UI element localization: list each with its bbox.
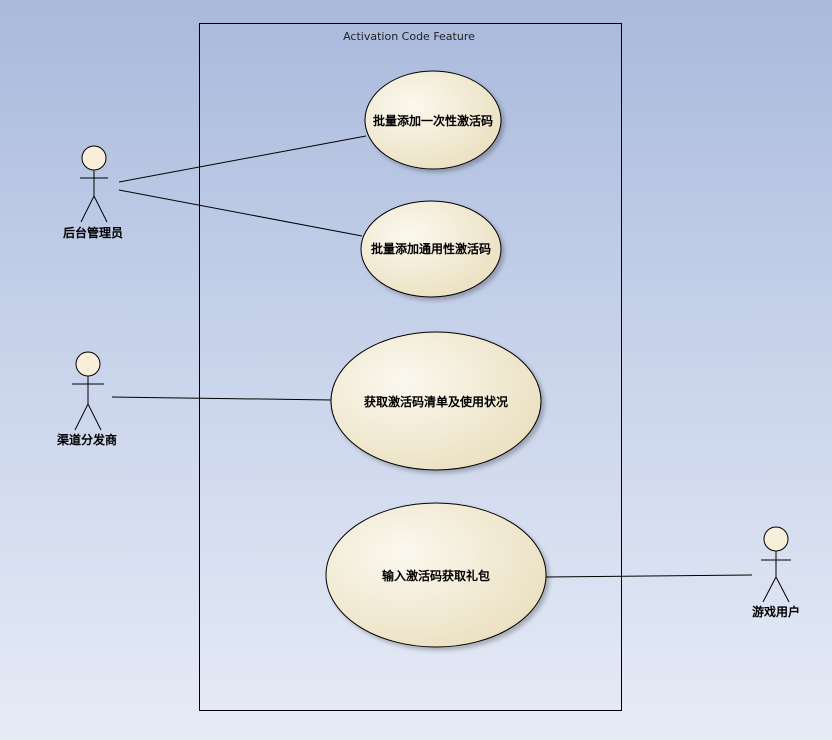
use-case-2-label: 批量添加通用性激活码 <box>371 241 491 256</box>
use-case-1-label: 批量添加一次性激活码 <box>373 113 493 128</box>
actor-admin-label: 后台管理员 <box>63 225 123 240</box>
use-case-4[interactable]: 输入激活码获取礼包 <box>325 502 547 648</box>
system-boundary-title: Activation Code Feature <box>343 30 475 43</box>
actor-distributor-label: 渠道分发商 <box>57 432 117 447</box>
system-boundary-box[interactable] <box>199 23 622 711</box>
system-boundary[interactable]: Activation Code Feature <box>199 23 622 711</box>
stick-figure-icon[interactable] <box>72 351 104 431</box>
use-case-4-ellipse[interactable] <box>325 502 547 648</box>
association-admin-uc1[interactable] <box>118 135 367 183</box>
association-uc4-player[interactable] <box>545 574 753 578</box>
stick-figure-icon[interactable] <box>80 145 108 223</box>
associations <box>111 135 753 578</box>
use-case-1-ellipse[interactable] <box>364 70 502 170</box>
use-case-2[interactable]: 批量添加通用性激活码 <box>360 200 502 298</box>
stick-figure-icon[interactable] <box>761 526 791 603</box>
use-case-3-ellipse[interactable] <box>330 331 542 471</box>
association-admin-uc2[interactable] <box>118 189 363 237</box>
use-case-3[interactable]: 获取激活码清单及使用状况 <box>330 331 542 471</box>
actor-distributor[interactable]: 渠道分发商 <box>57 351 117 447</box>
use-case-4-label: 输入激活码获取礼包 <box>382 568 490 583</box>
use-case-1[interactable]: 批量添加一次性激活码 <box>364 70 502 170</box>
use-case-2-ellipse[interactable] <box>360 200 502 298</box>
use-case-3-label: 获取激活码清单及使用状况 <box>363 394 508 409</box>
actor-player[interactable]: 游戏用户 <box>752 526 800 619</box>
actor-player-label: 游戏用户 <box>752 604 800 619</box>
association-distributor-uc3[interactable] <box>111 396 333 401</box>
actor-admin[interactable]: 后台管理员 <box>63 145 123 240</box>
